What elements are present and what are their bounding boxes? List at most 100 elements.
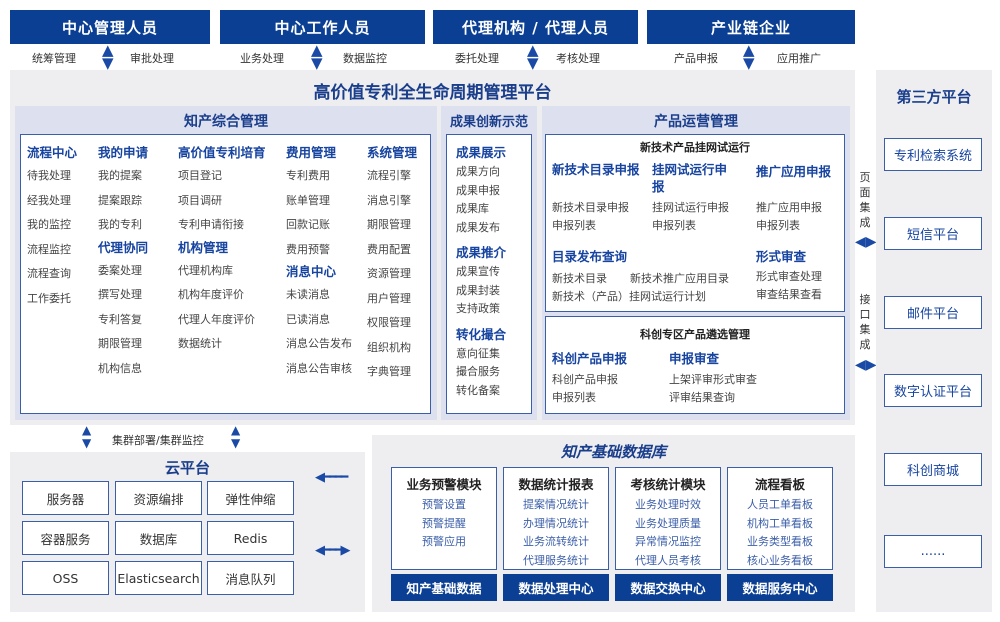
kc-items[interactable]: 科创产品申报申报列表 bbox=[552, 371, 618, 407]
menu-item[interactable]: 提案跟踪 bbox=[98, 193, 142, 207]
menu-item[interactable]: 意向征集 bbox=[456, 346, 500, 360]
menu-item[interactable]: 科创产品申报 bbox=[552, 373, 618, 386]
menu-item[interactable]: 机构年度评价 bbox=[178, 288, 244, 301]
module-item[interactable]: 代理人员考核 bbox=[635, 553, 701, 567]
module-item[interactable]: 业务处理时效 bbox=[635, 498, 701, 511]
module-item[interactable]: 机构工单看板 bbox=[747, 516, 813, 530]
module-item[interactable]: 异常情况监控 bbox=[635, 535, 701, 548]
menu-item[interactable]: 经我处理 bbox=[27, 193, 71, 207]
menu-item[interactable]: 账单管理 bbox=[286, 193, 330, 207]
menu-item[interactable]: 项目登记 bbox=[178, 169, 222, 182]
menu-item[interactable]: 流程监控 bbox=[27, 242, 71, 256]
menu-item[interactable]: 工作委托 bbox=[27, 291, 71, 305]
menu-item[interactable]: 新技术（产品）挂网试运行计划 bbox=[552, 290, 706, 303]
menu-item[interactable]: 审查结果查看 bbox=[756, 288, 822, 301]
cloud-service: 数据库 bbox=[115, 521, 202, 555]
menu-item[interactable]: 期限管理 bbox=[98, 337, 142, 350]
menu-item[interactable]: 新技术推广应用目录 bbox=[630, 272, 729, 285]
menu-item[interactable]: 费用预警 bbox=[286, 242, 330, 256]
menu-item[interactable]: 我的专利 bbox=[98, 218, 142, 231]
module-item[interactable]: 核心业务看板 bbox=[747, 553, 813, 567]
catalog-heading: 目录发布查询 bbox=[552, 249, 628, 264]
module-item[interactable]: 办理情况统计 bbox=[523, 516, 589, 530]
menu-item[interactable]: 成果方向 bbox=[456, 165, 500, 178]
module-item[interactable]: 业务流转统计 bbox=[523, 535, 589, 548]
menu-item[interactable]: 数据统计 bbox=[178, 337, 222, 350]
menu-item[interactable]: 我的监控 bbox=[27, 218, 71, 231]
menu-item[interactable]: 成果发布 bbox=[456, 220, 500, 234]
menu-item[interactable]: 挂网试运行申报 bbox=[652, 201, 729, 214]
product-ops-title: 产品运营管理 bbox=[654, 114, 738, 130]
menu-item[interactable]: 新技术目录申报 bbox=[552, 201, 629, 214]
menu-item[interactable]: 项目调研 bbox=[178, 193, 222, 207]
menu-item[interactable]: 成果库 bbox=[456, 202, 489, 215]
trial-item[interactable]: 挂网试运行申报申报列表 bbox=[652, 199, 729, 235]
module-item[interactable]: 预警提醒 bbox=[422, 516, 466, 530]
menu-item[interactable]: 组织机构 bbox=[367, 340, 411, 354]
api-integration-label: 接口集成 bbox=[859, 293, 871, 351]
menu-item[interactable]: 推广应用申报 bbox=[756, 201, 822, 214]
menu-item[interactable]: 支持政策 bbox=[456, 302, 500, 315]
menu-item[interactable]: 已读消息 bbox=[286, 312, 330, 326]
third-party-0[interactable]: 专利检索系统 bbox=[884, 138, 982, 171]
menu-item[interactable]: 费用配置 bbox=[367, 242, 411, 256]
menu-item[interactable]: 消息公告发布 bbox=[286, 337, 352, 350]
menu-item[interactable]: 机构信息 bbox=[98, 361, 142, 375]
ip-column: 高价值专利培育项目登记项目调研专利申请衔接机构管理代理机构库机构年度评价代理人年… bbox=[178, 143, 266, 357]
menu-item[interactable]: 用户管理 bbox=[367, 291, 411, 305]
menu-item[interactable]: 期限管理 bbox=[367, 218, 411, 231]
menu-item[interactable]: 申报列表 bbox=[652, 219, 696, 232]
menu-item[interactable]: 申报列表 bbox=[756, 219, 800, 232]
menu-item[interactable]: 待我处理 bbox=[27, 169, 71, 182]
menu-item[interactable]: 专利费用 bbox=[286, 169, 330, 182]
menu-item[interactable]: 代理人年度评价 bbox=[178, 312, 255, 326]
third-party-2[interactable]: 邮件平台 bbox=[884, 296, 982, 329]
menu-item[interactable]: 专利申请衔接 bbox=[178, 218, 244, 231]
menu-item[interactable]: 资源管理 bbox=[367, 267, 411, 280]
menu-item[interactable]: 转化备案 bbox=[456, 383, 500, 397]
third-party-4[interactable]: 科创商城 bbox=[884, 453, 982, 486]
trial-item[interactable]: 新技术目录申报申报列表 bbox=[552, 199, 629, 235]
menu-item[interactable]: 回款记账 bbox=[286, 218, 330, 231]
menu-item[interactable]: 消息公告审核 bbox=[286, 361, 352, 375]
module-item[interactable]: 提案情况统计 bbox=[523, 498, 589, 511]
menu-item[interactable]: 成果申报 bbox=[456, 183, 500, 197]
left-arrow-icon: ◀━━━━ bbox=[315, 470, 348, 485]
third-party-3[interactable]: 数字认证平台 bbox=[884, 374, 982, 407]
menu-item[interactable]: 委案处理 bbox=[98, 263, 142, 277]
menu-item[interactable]: 成果宣传 bbox=[456, 265, 500, 278]
menu-item[interactable]: 我的提案 bbox=[98, 169, 142, 182]
third-party-5[interactable]: ...... bbox=[884, 535, 982, 568]
menu-item[interactable]: 字典管理 bbox=[367, 365, 411, 378]
menu-item[interactable]: 成果封装 bbox=[456, 283, 500, 297]
menu-item[interactable]: 评审结果查询 bbox=[669, 391, 735, 404]
menu-item[interactable]: 消息引擎 bbox=[367, 193, 411, 207]
menu-item[interactable]: 代理机构库 bbox=[178, 263, 233, 277]
trial-item[interactable]: 推广应用申报申报列表 bbox=[756, 199, 822, 235]
module-item[interactable]: 预警应用 bbox=[422, 535, 466, 548]
section-heading: 机构管理 bbox=[178, 239, 229, 255]
menu-item[interactable]: 形式审查处理 bbox=[756, 270, 822, 283]
menu-item[interactable]: 申报列表 bbox=[552, 391, 596, 404]
menu-item[interactable]: 未读消息 bbox=[286, 288, 330, 301]
module-item[interactable]: 预警设置 bbox=[422, 498, 466, 511]
menu-item[interactable]: 流程引擎 bbox=[367, 169, 411, 182]
menu-item[interactable]: 权限管理 bbox=[367, 316, 411, 329]
menu-item[interactable]: 流程查询 bbox=[27, 267, 71, 280]
menu-item[interactable]: 新技术目录 bbox=[552, 272, 607, 285]
menu-item[interactable]: 上架评审形式审查 bbox=[669, 373, 757, 386]
module-item[interactable]: 业务处理质量 bbox=[635, 516, 701, 530]
kc-items[interactable]: 上架评审形式审查评审结果查询 bbox=[669, 371, 757, 407]
menu-item[interactable]: 撰写处理 bbox=[98, 288, 142, 301]
module-heading: 考核统计模块 bbox=[630, 477, 706, 492]
kc-title: 科创专区产品遴选管理 bbox=[640, 328, 750, 341]
module-item[interactable]: 业务类型看板 bbox=[747, 535, 813, 548]
menu-item[interactable]: 专利答复 bbox=[98, 312, 142, 326]
menu-item[interactable]: 撮合服务 bbox=[456, 365, 500, 378]
menu-item[interactable]: 申报列表 bbox=[552, 219, 596, 232]
section-heading: 流程中心 bbox=[27, 145, 78, 160]
section-heading: 我的申请 bbox=[98, 145, 149, 160]
third-party-1[interactable]: 短信平台 bbox=[884, 217, 982, 250]
module-item[interactable]: 代理服务统计 bbox=[523, 553, 589, 567]
module-item[interactable]: 人员工单看板 bbox=[747, 498, 813, 511]
